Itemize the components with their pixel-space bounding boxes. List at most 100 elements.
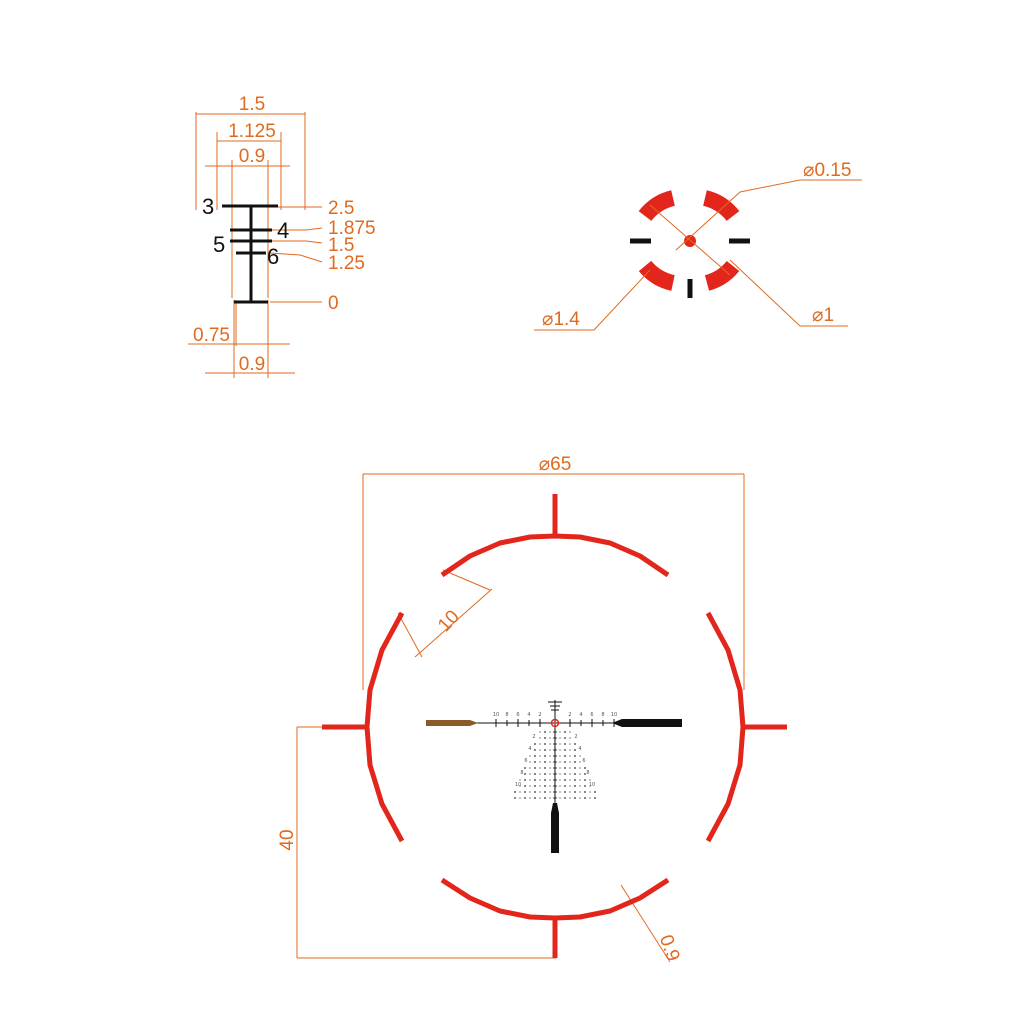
bdc-dot <box>529 761 531 763</box>
bdc-dot <box>559 779 561 781</box>
bdc-dot <box>544 791 546 793</box>
bdc-dot <box>559 755 561 757</box>
bdc-dot <box>534 797 536 799</box>
bdc-dot <box>559 785 561 787</box>
hash-label: 8 <box>601 712 604 718</box>
bdc-dot <box>539 731 541 733</box>
main-dimension-lines <box>296 473 745 963</box>
bdc-dot <box>534 761 536 763</box>
bdc-dot <box>519 797 521 799</box>
bdc-dot <box>549 731 551 733</box>
bdc-dot <box>569 755 571 757</box>
tree-shape <box>222 204 278 304</box>
tree-level-number-4: 4 <box>277 218 289 243</box>
bdc-dot <box>589 779 591 781</box>
bdc-dot <box>559 773 561 775</box>
horizontal-hash-ticks <box>495 719 615 727</box>
bdc-dot <box>524 797 526 799</box>
top-mini-tree <box>548 700 562 714</box>
tree-row-label: 8 <box>586 770 589 776</box>
hash-label: 4 <box>527 712 530 718</box>
right-post <box>612 719 682 727</box>
tree-bottom-dim-1: 0.75 <box>193 325 230 346</box>
bdc-dot <box>564 779 566 781</box>
hash-label: 6 <box>590 712 593 718</box>
bdc-dot <box>564 773 566 775</box>
bdc-dot <box>524 773 526 775</box>
bdc-dot <box>559 731 561 733</box>
bdc-tree-grid <box>514 731 596 799</box>
bottom-post <box>551 803 559 853</box>
main-reticle: ⌀65 10 40 0.9 <box>277 454 787 964</box>
bdc-dot <box>539 773 541 775</box>
hash-label: 10 <box>493 712 499 718</box>
tree-row-label: 10 <box>515 782 521 788</box>
bdc-dot <box>569 731 571 733</box>
main-outer-diameter-label: ⌀65 <box>539 454 572 475</box>
bdc-dot <box>529 779 531 781</box>
bdc-dot <box>539 755 541 757</box>
bdc-dot <box>539 767 541 769</box>
tree-bottom-dim-2: 0.9 <box>239 354 265 375</box>
bdc-dot <box>564 743 566 745</box>
bdc-dot <box>569 797 571 799</box>
bdc-dot <box>574 785 576 787</box>
bdc-dot <box>534 791 536 793</box>
bdc-dot <box>584 785 586 787</box>
bdc-dot <box>514 797 516 799</box>
diameter-symbol-icon: ⌀ <box>542 309 553 330</box>
bdc-dot <box>564 767 566 769</box>
bdc-dot <box>539 785 541 787</box>
bdc-dot <box>544 737 546 739</box>
tree-top-dim-3: 0.9 <box>239 146 265 167</box>
tree-row-label: 4 <box>578 746 581 752</box>
bdc-dot <box>574 743 576 745</box>
bdc-dot <box>569 767 571 769</box>
tree-row-label: 6 <box>582 758 585 764</box>
bdc-dot <box>524 767 526 769</box>
bdc-dot <box>564 737 566 739</box>
diameter-symbol-icon: ⌀ <box>539 454 550 475</box>
center-aim-circle <box>550 718 560 728</box>
bdc-dot <box>529 773 531 775</box>
dot-diameter-label: ⌀0.15 <box>803 160 851 181</box>
bdc-dot <box>549 791 551 793</box>
tree-row-label: 10 <box>589 782 595 788</box>
bdc-dot <box>539 749 541 751</box>
tree-level-value-0: 0 <box>328 293 339 314</box>
tree-level-number-6: 6 <box>267 244 279 269</box>
bdc-dot <box>579 761 581 763</box>
bdc-dot <box>589 791 591 793</box>
bdc-dot <box>549 797 551 799</box>
diameter-symbol-icon: ⌀ <box>803 160 814 181</box>
inner-diameter-label: ⌀1 <box>812 305 834 326</box>
tree-level-value-1-5: 1.5 <box>328 235 354 256</box>
bdc-dot <box>579 755 581 757</box>
bdc-dot <box>534 749 536 751</box>
bdc-dot <box>579 785 581 787</box>
bdc-dot <box>539 791 541 793</box>
bdc-dot <box>544 767 546 769</box>
tree-row-label: 6 <box>524 758 527 764</box>
outer-ring-stubs <box>322 494 787 958</box>
bdc-dot <box>534 755 536 757</box>
bdc-dot <box>579 773 581 775</box>
bdc-dot <box>589 785 591 787</box>
hash-label: 4 <box>579 712 582 718</box>
bdc-dot <box>579 791 581 793</box>
bdc-dot <box>544 749 546 751</box>
horizontal-hash-labels: 10 8 6 4 2 2 4 6 8 10 <box>493 712 617 718</box>
bdc-dot <box>534 785 536 787</box>
bdc-dot <box>569 773 571 775</box>
offset-label: 40 <box>277 829 298 850</box>
bdc-dot <box>574 755 576 757</box>
bdc-dot <box>539 743 541 745</box>
bdc-dot <box>574 767 576 769</box>
bdc-dot <box>594 797 596 799</box>
hash-label: 2 <box>538 712 541 718</box>
bdc-dot <box>564 791 566 793</box>
bdc-dot <box>544 755 546 757</box>
tree-level-value-1-875: 1.875 <box>328 218 376 239</box>
bdc-dot <box>544 797 546 799</box>
bdc-dot <box>549 773 551 775</box>
